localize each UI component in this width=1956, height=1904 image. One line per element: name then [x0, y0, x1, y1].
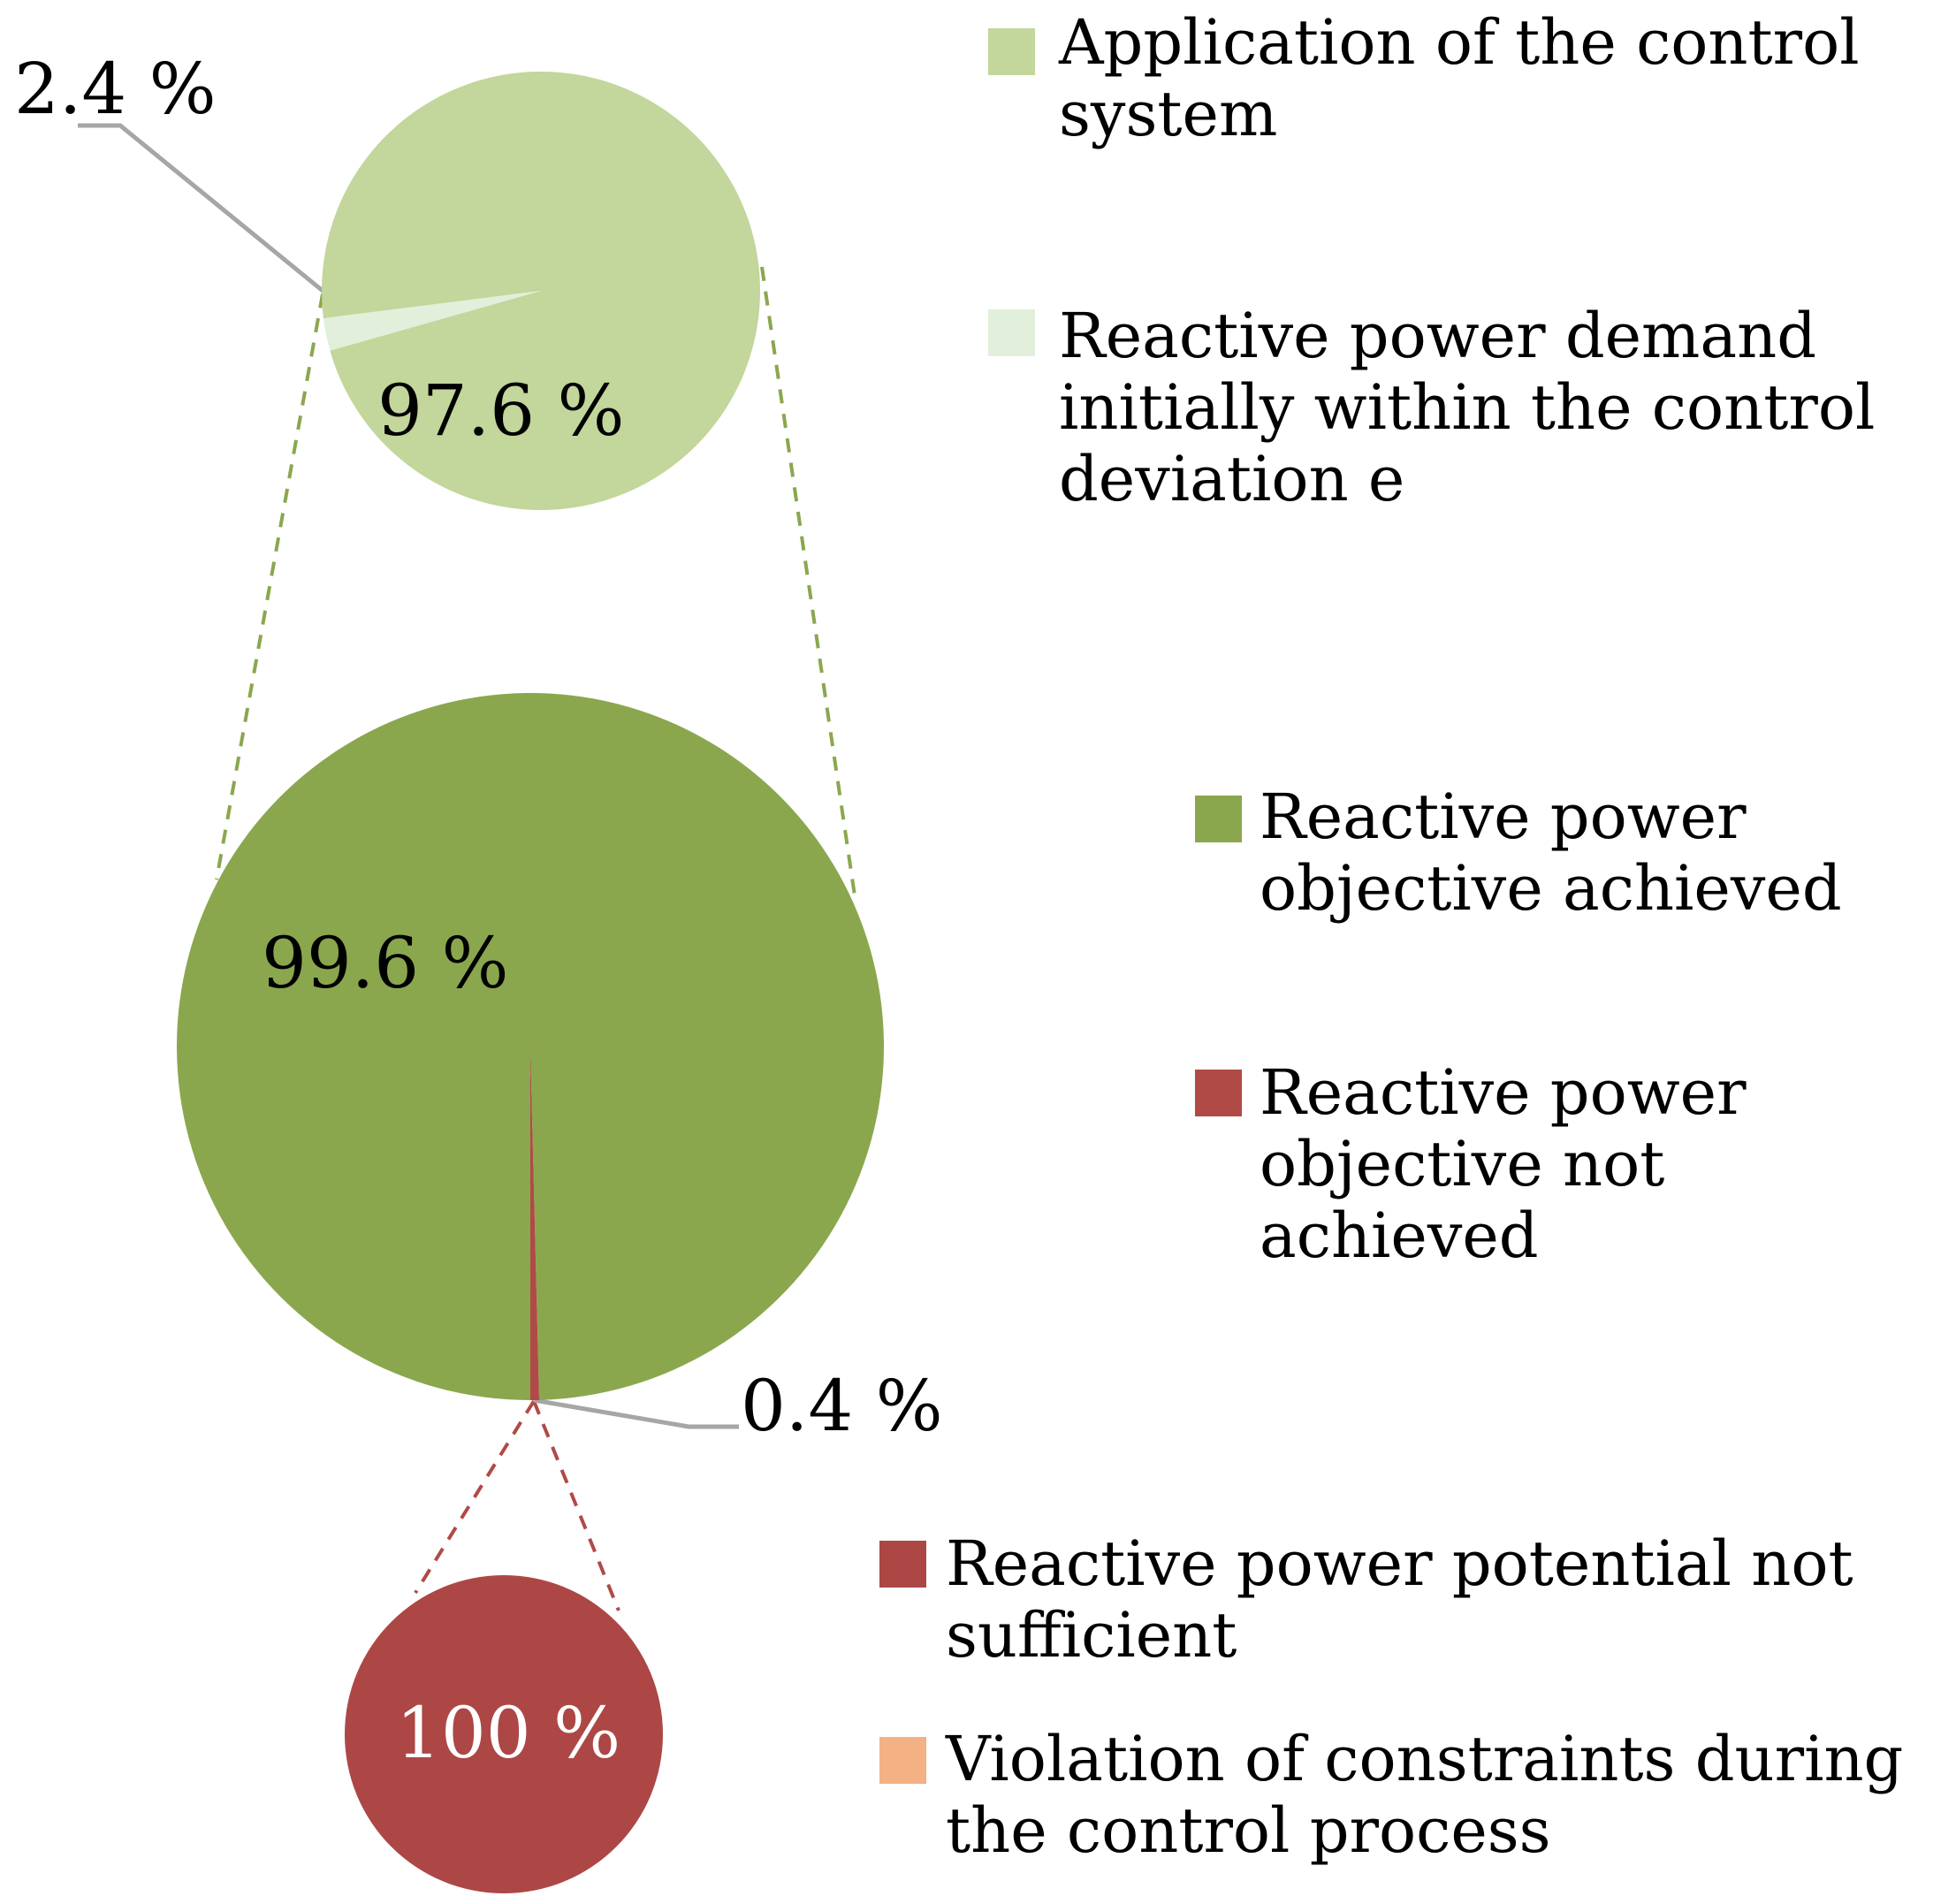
- legend-label-5-line-1: Reactive power potential not: [946, 1527, 1853, 1600]
- legend-swatch-5: [879, 1541, 926, 1588]
- pie-1-slice-2: [323, 291, 541, 351]
- legend-label-4-line-2: objective not: [1260, 1128, 1664, 1200]
- legend-label-1-line-2: system: [1059, 78, 1277, 150]
- leader-line-2-4: [78, 123, 329, 296]
- legend-label-2-line-2: initially within the control: [1059, 371, 1875, 444]
- pie-2-value-label-1: 99.6 %: [262, 922, 509, 1004]
- pie-1: [321, 71, 760, 510]
- pie-2-value-label-2: 0.4 %: [741, 1365, 943, 1447]
- legend-label-2-line-3: deviation e: [1059, 443, 1404, 515]
- pie-1-value-label-2: 2.4 %: [14, 48, 217, 130]
- connector-dashed-left: [215, 269, 329, 880]
- pie-3-slice-1: [345, 1575, 663, 1893]
- legend-label-1-line-1: Application of the control: [1058, 6, 1860, 79]
- connector-dashed-left-2: [414, 1399, 536, 1595]
- pie-2: [177, 692, 885, 1400]
- legend-label-3-line-2: objective achieved: [1260, 852, 1842, 925]
- pie-2-slice-2: [530, 1047, 540, 1400]
- leader-line-0-4: [533, 1398, 739, 1429]
- legend-label-6-line-2: the control process: [946, 1794, 1551, 1867]
- legend-swatch-6: [879, 1737, 926, 1784]
- pie-3-value-label-1: 100 %: [396, 1692, 620, 1774]
- connector-dashed-right: [760, 266, 857, 902]
- legend-swatch-3: [1195, 796, 1242, 842]
- pie-1-slice-1: [321, 71, 760, 510]
- legend-swatch-4: [1195, 1070, 1242, 1116]
- legend-swatch-1: [988, 28, 1035, 75]
- legend-label-4-line-3: achieved: [1260, 1200, 1539, 1272]
- pie-3: [345, 1575, 663, 1893]
- pie-2-slice-1: [177, 692, 885, 1400]
- connector-dashed-right-2: [532, 1400, 620, 1611]
- legend-label-6-line-1: Violation of constraints during: [945, 1723, 1903, 1795]
- legend-label-3-line-1: Reactive power: [1260, 781, 1747, 853]
- pie-1-value-label-1: 97.6 %: [377, 369, 625, 452]
- legend-label-5-line-2: sufficient: [946, 1599, 1237, 1672]
- legend-label-2-line-1: Reactive power demand: [1059, 300, 1816, 372]
- legend-swatch-2: [988, 309, 1035, 356]
- legend-label-4-line-1: Reactive power: [1260, 1056, 1747, 1129]
